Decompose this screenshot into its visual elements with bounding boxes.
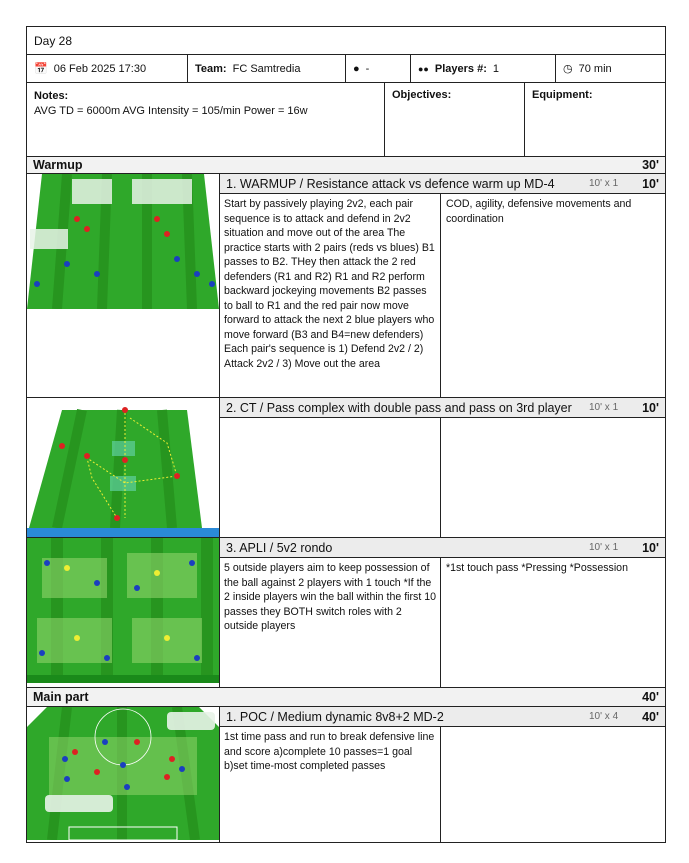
- drill-diagram-image[interactable]: [27, 398, 219, 537]
- exercise-title-bar: 1. WARMUP / Resistance attack vs defence…: [219, 174, 665, 194]
- drill-diagram-image[interactable]: [27, 174, 219, 397]
- exercise-block: 2. CT / Pass complex with double pass an…: [27, 398, 665, 538]
- alarm-clock-icon: ◷: [563, 63, 573, 75]
- info-row: 📅06 Feb 2025 17:30 Team:FC Samtredia ●- …: [27, 55, 665, 83]
- date-cell: 📅06 Feb 2025 17:30: [27, 55, 188, 82]
- exercise-objectives: [441, 727, 665, 842]
- calendar-icon: 📅: [34, 63, 48, 75]
- session-title: Day 28: [27, 27, 665, 55]
- drill-diagram-image[interactable]: [27, 538, 219, 687]
- players-cell: ●●Players #:1: [411, 55, 556, 82]
- exercise-title-bar: 2. CT / Pass complex with double pass an…: [219, 398, 665, 418]
- exercise-description: 1st time pass and run to break defensive…: [219, 727, 441, 842]
- equipment-cell: Equipment:: [532, 89, 593, 101]
- session-sheet: Day 28 📅06 Feb 2025 17:30 Team:FC Samtre…: [26, 26, 666, 843]
- exercise-objectives: *1st touch pass *Pressing *Possession: [446, 562, 628, 574]
- exercise-block: 1. WARMUP / Resistance attack vs defence…: [27, 174, 665, 398]
- exercise-description: 5 outside players aim to keep possession…: [219, 558, 441, 687]
- people-icon: ●●: [418, 63, 429, 74]
- exercise-description: Start by passively playing 2v2, each pai…: [219, 194, 441, 397]
- objectives-cell: Objectives:: [385, 83, 525, 156]
- exercise-objectives: COD, agility, defensive movements and co…: [446, 198, 632, 225]
- location-cell: ●-: [346, 55, 411, 82]
- notes-cell: Notes:AVG TD = 6000m AVG Intensity = 105…: [27, 83, 385, 156]
- exercise-description: [219, 418, 441, 537]
- team-cell: Team:FC Samtredia: [188, 55, 346, 82]
- drill-diagram-image[interactable]: [27, 707, 219, 842]
- location-pin-icon: ●: [353, 62, 360, 75]
- duration-cell: ◷70 min: [563, 62, 612, 76]
- notes-row: Notes:AVG TD = 6000m AVG Intensity = 105…: [27, 83, 665, 157]
- exercise-objectives: [441, 418, 665, 537]
